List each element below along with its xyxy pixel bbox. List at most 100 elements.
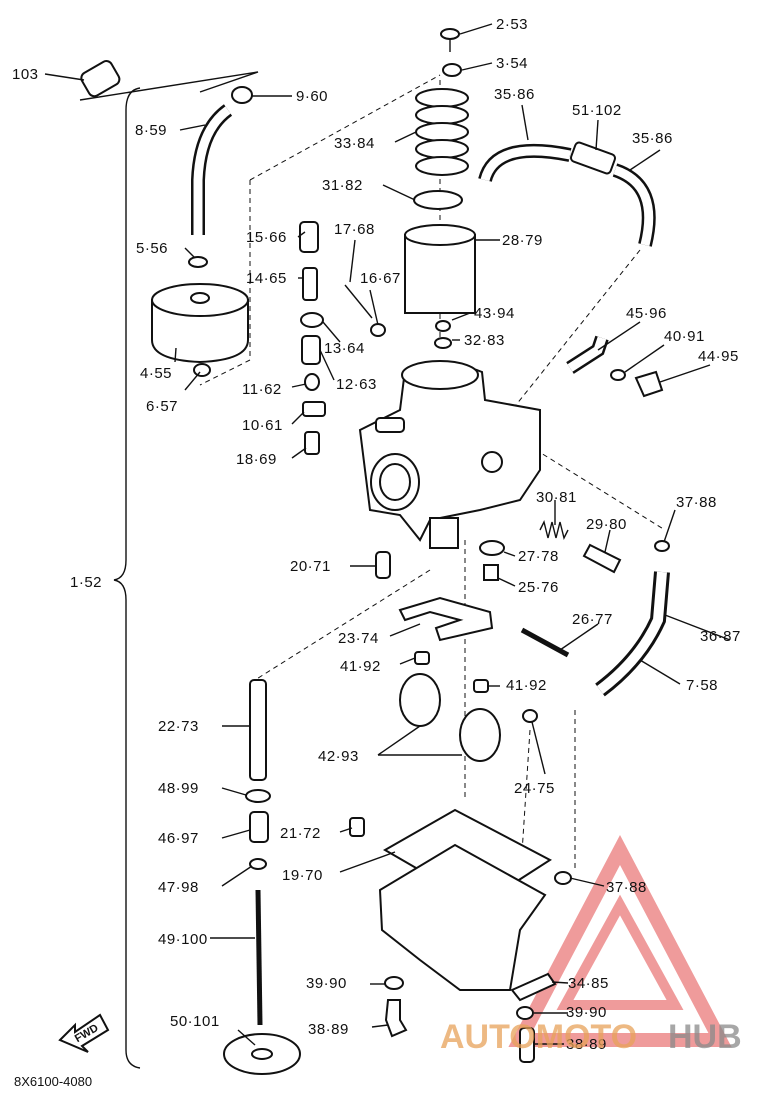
part-26-77-pin xyxy=(520,627,570,658)
part-11-62-spring xyxy=(304,373,320,391)
part-31-82-plate xyxy=(413,190,463,210)
guide-line xyxy=(199,180,251,386)
part-24-75 xyxy=(522,709,538,723)
label-17-68: 17·68 xyxy=(334,221,375,238)
label-41-92: 41·92 xyxy=(506,677,547,694)
fwd-arrow-icon: FWD xyxy=(58,1013,110,1053)
part-41-92b xyxy=(473,679,489,693)
label-35-86: 35·86 xyxy=(494,86,535,103)
label-18-69: 18·69 xyxy=(236,451,277,468)
label-9-60: 9·60 xyxy=(296,88,328,105)
guide-line xyxy=(249,74,441,181)
label-37-88: 37·88 xyxy=(606,879,647,896)
part-51-102-fitting xyxy=(569,141,617,175)
part-16-67 xyxy=(370,323,386,337)
part-37-88-clip-lower xyxy=(554,871,572,885)
label-2-53: 2·53 xyxy=(496,16,528,33)
label-31-82: 31·82 xyxy=(322,177,363,194)
label-43-94: 43·94 xyxy=(474,305,515,322)
label-16-67: 16·67 xyxy=(360,270,401,287)
assembly-bracket xyxy=(113,87,141,1069)
part-labels: 103 2·53 3·54 9·60 35·86 51·102 35·86 8·… xyxy=(12,16,741,1053)
label-44-95: 44·95 xyxy=(698,348,739,365)
part-44-95-cap xyxy=(634,370,664,398)
label-50-101: 50·101 xyxy=(170,1013,220,1030)
label-30-81: 30·81 xyxy=(536,489,577,506)
part-33-84-spring xyxy=(415,88,469,176)
part-43-94 xyxy=(435,320,451,332)
part-37-88-clip xyxy=(654,540,670,552)
label-8-59: 8·59 xyxy=(135,122,167,139)
part-41-92a xyxy=(414,651,430,665)
label-13-64: 13·64 xyxy=(324,340,365,357)
label-1-52: 1·52 xyxy=(70,574,102,591)
label-35-86: 35·86 xyxy=(632,130,673,147)
part-17-68 xyxy=(344,284,373,319)
label-37-88: 37·88 xyxy=(676,494,717,511)
label-19-70: 19·70 xyxy=(282,867,323,884)
label-34-85: 34·85 xyxy=(568,975,609,992)
part-22-73-tube xyxy=(249,679,267,781)
part-9-60-cap xyxy=(231,86,253,104)
label-38-89: 38·89 xyxy=(566,1036,607,1053)
label-5-56: 5·56 xyxy=(136,240,168,257)
label-32-83: 32·83 xyxy=(464,332,505,349)
part-25-76 xyxy=(483,564,499,581)
watermark-brand-part1: AUTOMOTO xyxy=(440,1018,637,1056)
part-39-90 xyxy=(384,976,404,990)
part-29-80-screw xyxy=(582,543,622,574)
part-6-57-nut xyxy=(193,363,211,377)
label-7-58: 7·58 xyxy=(686,677,718,694)
part-1-52-carburetor-body xyxy=(358,360,541,549)
part-103-sleeve xyxy=(80,60,121,98)
part-46-97 xyxy=(249,811,269,843)
part-3-54-nut xyxy=(442,63,462,77)
part-42-93-float xyxy=(399,673,441,727)
watermark-text: AUTOMOTO HUB xyxy=(440,1018,742,1056)
label-4-55: 4·55 xyxy=(140,365,172,382)
label-103: 103 xyxy=(12,66,39,83)
label-49-100: 49·100 xyxy=(158,931,208,948)
part-13-64 xyxy=(300,312,324,328)
label-38-89: 38·89 xyxy=(308,1021,349,1038)
leader-lines xyxy=(44,23,731,1046)
label-15-66: 15·66 xyxy=(246,229,287,246)
part-49-100-needle xyxy=(255,889,263,1026)
part-5-56-o-ring xyxy=(188,256,208,268)
guide-line xyxy=(479,249,641,451)
label-10-61: 10·61 xyxy=(242,417,283,434)
part-18-69 xyxy=(304,431,320,455)
part-23-74-bracket xyxy=(398,596,494,642)
part-10-61 xyxy=(302,401,326,417)
part-float-bowl xyxy=(378,843,547,991)
label-6-57: 6·57 xyxy=(146,398,178,415)
label-48-99: 48·99 xyxy=(158,780,199,797)
label-47-98: 47·98 xyxy=(158,879,199,896)
label-20-71: 20·71 xyxy=(290,558,331,575)
part-39-90-lower xyxy=(516,1006,534,1020)
part-27-78-washer xyxy=(479,540,505,556)
label-22-73: 22·73 xyxy=(158,718,199,735)
part-4-55-cap xyxy=(151,283,249,364)
label-27-78: 27·78 xyxy=(518,548,559,565)
part-15-66 xyxy=(299,221,319,253)
part-40-91-clip xyxy=(610,369,626,381)
label-25-76: 25·76 xyxy=(518,579,559,596)
part-42-93-float xyxy=(459,708,501,762)
part-38-89-lower xyxy=(519,1027,535,1063)
part-32-83 xyxy=(434,337,452,349)
guide-line xyxy=(519,439,666,531)
part-14-65 xyxy=(302,267,318,301)
part-50-101-washer xyxy=(223,1033,301,1075)
label-41-92: 41·92 xyxy=(340,658,381,675)
label-42-93: 42·93 xyxy=(318,748,359,765)
label-36-87: 36·87 xyxy=(700,628,741,645)
label-21-72: 21·72 xyxy=(280,825,321,842)
part-2-53-screw xyxy=(440,28,460,52)
watermark-brand-part2: HUB xyxy=(668,1018,742,1056)
part-28-79-throttle-valve xyxy=(404,224,476,314)
part-38-89 xyxy=(384,999,408,1038)
label-24-75: 24·75 xyxy=(514,780,555,797)
label-33-84: 33·84 xyxy=(334,135,375,152)
